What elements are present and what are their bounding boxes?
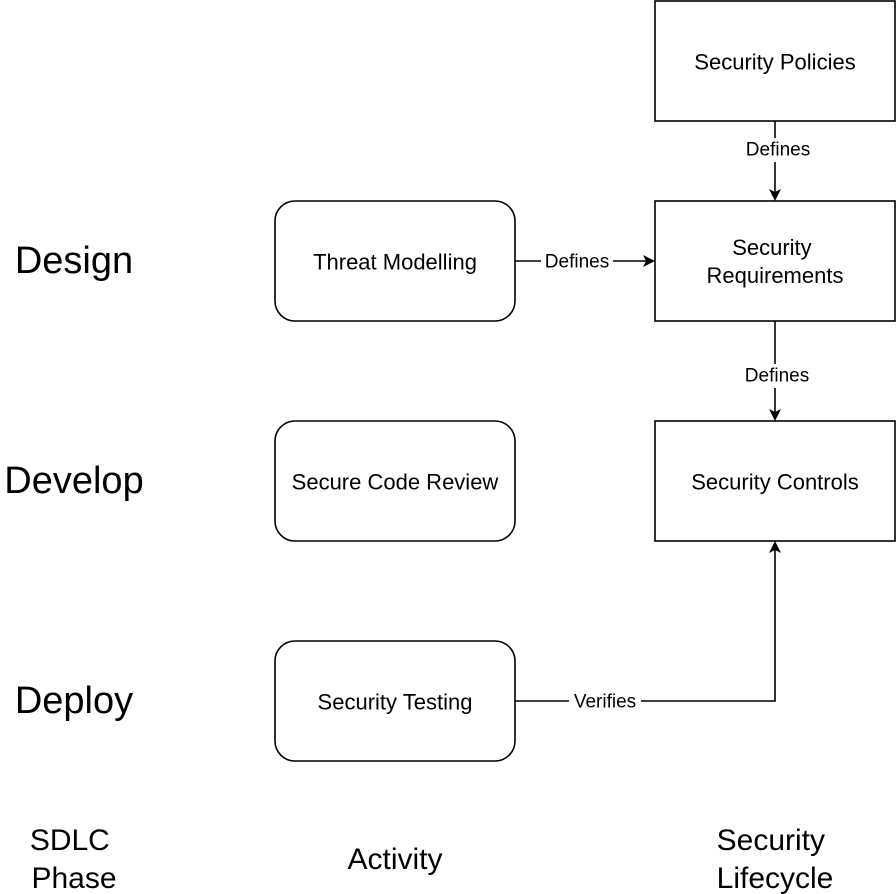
column-label-security-lifecycle-line-1: Security: [717, 824, 825, 857]
column-label-security-lifecycle-line-2: Lifecycle: [717, 862, 834, 894]
edge-label-verifies: Verifies: [574, 692, 636, 713]
column-label-sdlc-phase-line-2: Phase: [31, 862, 116, 894]
phase-label-develop: Develop: [4, 460, 143, 502]
node-label-security-testing: Security Testing: [318, 690, 473, 715]
edge-label-bg: [738, 138, 818, 162]
node-security-controls[interactable]: [654, 420, 896, 542]
edge-label-bg: [569, 690, 641, 714]
node-label-security-requirements-line-1: Security: [732, 235, 811, 260]
node-secure-code-review[interactable]: [274, 420, 516, 542]
edge-label-defines-policies: Defines: [746, 140, 810, 161]
node-label-security-policies: Security Policies: [694, 50, 855, 75]
node-label-security-requirements-line-2: Requirements: [707, 263, 844, 288]
node-security-testing[interactable]: [274, 640, 516, 762]
phase-label-design: Design: [15, 240, 133, 282]
node-label-security-requirements: Security Requirements: [707, 235, 844, 288]
edge-label-bg: [541, 250, 613, 274]
edge-label-defines-requirements: Defines: [745, 366, 809, 387]
node-label-secure-code-review: Secure Code Review: [292, 470, 499, 495]
phase-label-deploy: Deploy: [15, 680, 133, 722]
node-threat-modelling[interactable]: [274, 200, 516, 322]
node-security-policies[interactable]: [654, 0, 896, 122]
edge-testing-to-controls: [515, 541, 781, 702]
node-security-requirements[interactable]: [654, 200, 896, 322]
column-label-activity: Activity: [347, 843, 442, 876]
node-label-security-controls: Security Controls: [691, 470, 859, 495]
column-label-security-lifecycle: Security Lifecycle: [717, 824, 834, 894]
column-label-sdlc-phase: SDLC Phase: [30, 824, 118, 894]
edge-label-bg: [738, 364, 818, 388]
column-label-sdlc-phase-line-1: SDLC: [30, 824, 110, 857]
node-label-threat-modelling: Threat Modelling: [313, 250, 477, 275]
edge-label-defines-threat: Defines: [545, 252, 609, 273]
